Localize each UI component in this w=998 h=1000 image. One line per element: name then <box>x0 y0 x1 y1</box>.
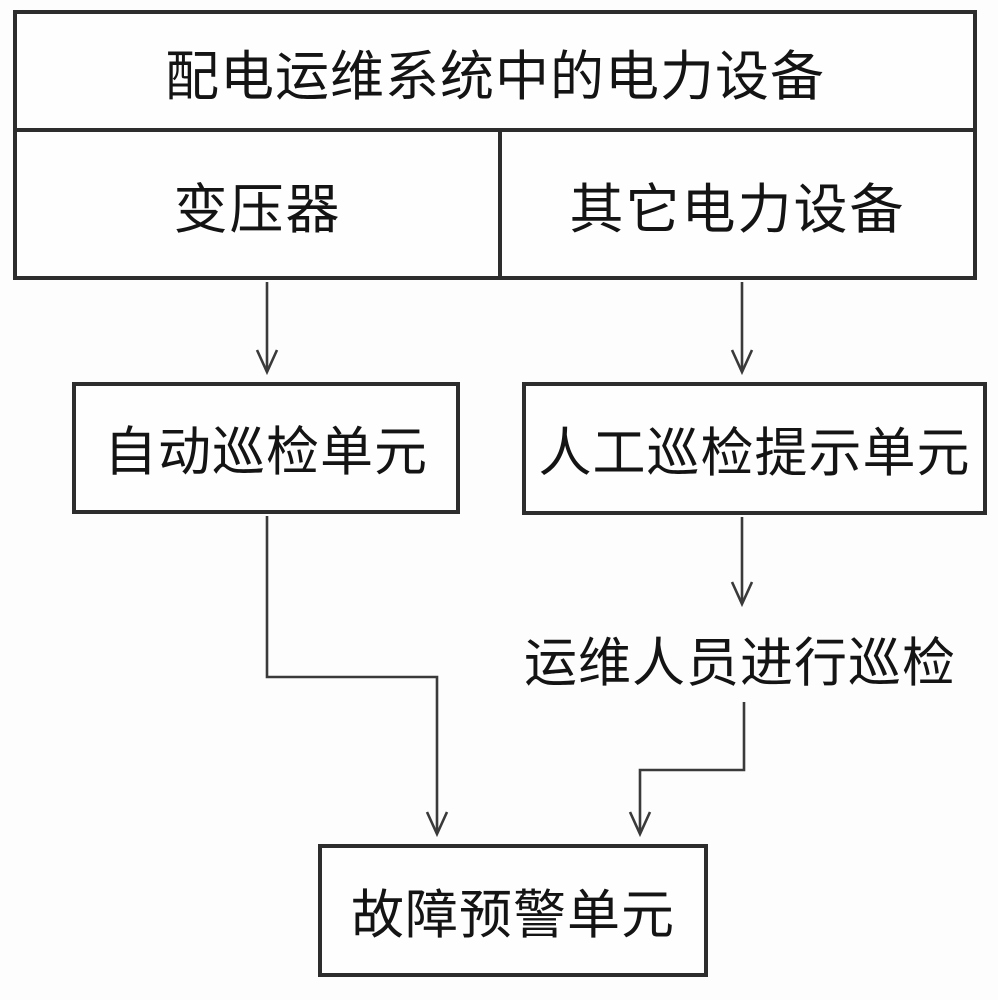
cell-transformer: 变压器 <box>17 132 498 276</box>
arrow-personnel-to-fault <box>628 702 746 838</box>
label-personnel-inspection-text: 运维人员进行巡检 <box>524 634 956 693</box>
cell-transformer-label: 变压器 <box>173 179 342 240</box>
node-manual-inspection-prompt-unit: 人工巡检提示单元 <box>522 382 987 515</box>
equipment-table: 配电运维系统中的电力设备 变压器 其它电力设备 <box>13 10 977 280</box>
node-fault-warning-label: 故障预警单元 <box>351 885 675 945</box>
node-fault-warning-unit: 故障预警单元 <box>318 844 708 977</box>
label-personnel-inspection: 运维人员进行巡检 <box>515 628 965 693</box>
table-header-power-equipment: 配电运维系统中的电力设备 <box>17 14 973 132</box>
node-manual-inspection-label: 人工巡检提示单元 <box>538 423 971 483</box>
cell-other-equipment: 其它电力设备 <box>498 132 973 276</box>
node-auto-inspection-unit: 自动巡检单元 <box>72 382 460 514</box>
table-cell-row: 变压器 其它电力设备 <box>17 132 973 276</box>
arrow-auto-to-fault <box>265 516 449 838</box>
node-auto-inspection-label: 自动巡检单元 <box>104 423 428 482</box>
table-header-label: 配电运维系统中的电力设备 <box>165 46 825 107</box>
cell-other-equipment-label: 其它电力设备 <box>569 179 906 240</box>
